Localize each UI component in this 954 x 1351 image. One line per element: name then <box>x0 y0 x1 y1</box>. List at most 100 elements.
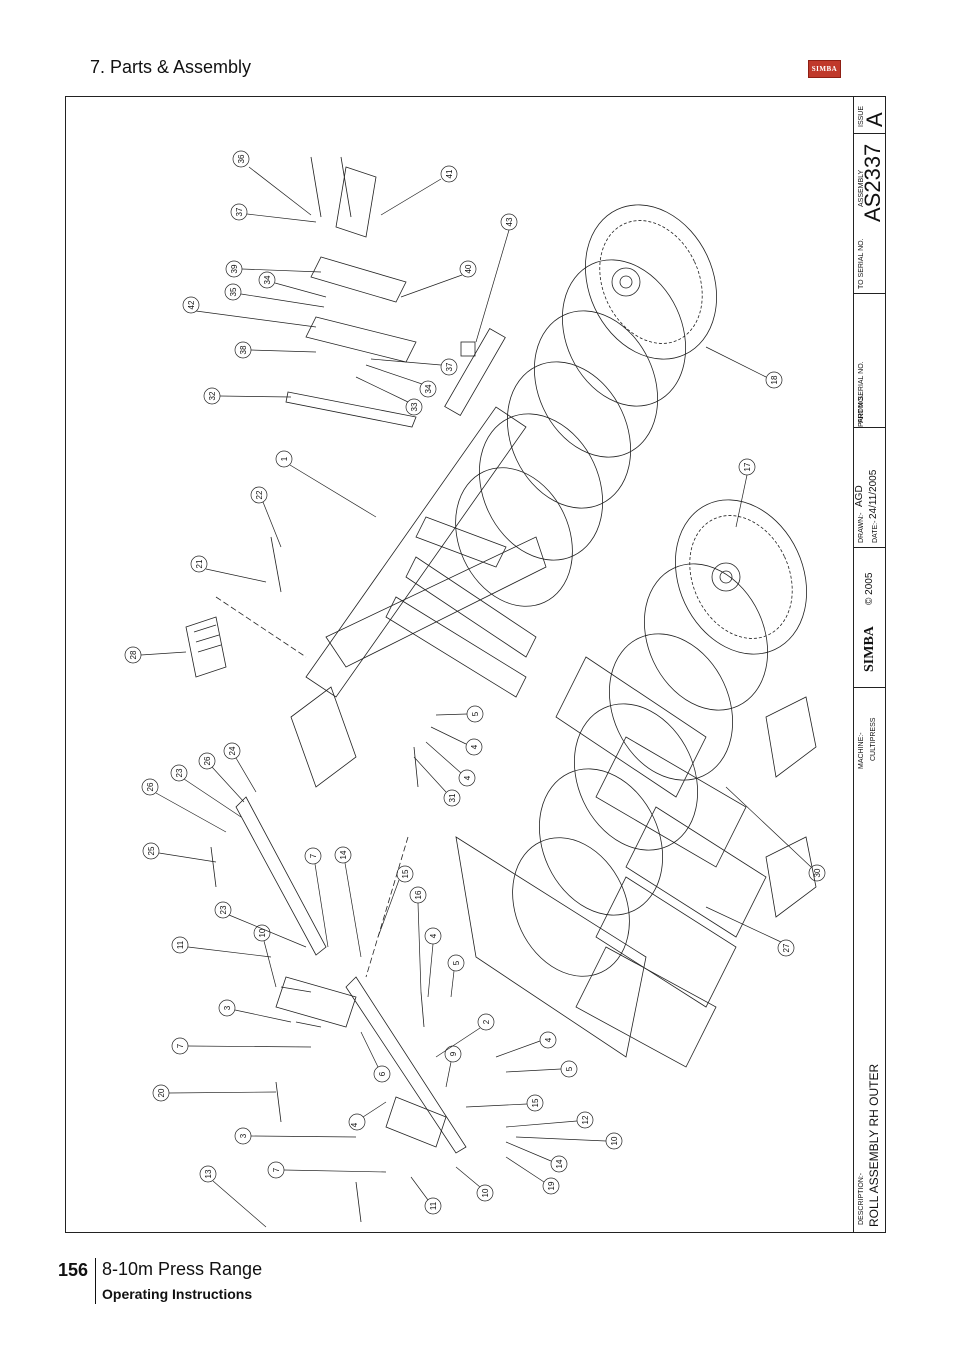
svg-text:10: 10 <box>610 1136 619 1145</box>
svg-text:37: 37 <box>445 362 454 371</box>
callout: 4 <box>495 1031 557 1058</box>
callout: 7 <box>304 847 329 948</box>
section-title: 7. Parts & Assembly <box>90 57 252 77</box>
callout: 43 <box>475 213 518 343</box>
title-block-divider <box>854 133 885 134</box>
svg-text:5: 5 <box>565 1066 574 1071</box>
callout: 3 <box>234 1127 357 1145</box>
callout: 10 <box>253 924 277 988</box>
callout: 12 <box>505 1111 594 1129</box>
svg-text:34: 34 <box>263 275 272 284</box>
callout: 38 <box>234 341 317 359</box>
callout: 10 <box>455 1166 494 1202</box>
svg-text:3: 3 <box>239 1133 248 1138</box>
callout: 4 <box>430 726 483 756</box>
footer-divider <box>95 1258 96 1304</box>
callout: 41 <box>380 165 458 216</box>
callout: 5 <box>447 954 465 998</box>
machine-name: CULTIPRESS <box>870 717 877 761</box>
svg-text:40: 40 <box>464 264 473 273</box>
svg-text:32: 32 <box>208 391 217 400</box>
callout: 14 <box>334 846 362 958</box>
callout: 5 <box>435 705 484 723</box>
callout: 32 <box>203 387 292 405</box>
svg-text:26: 26 <box>146 782 155 791</box>
svg-text:7: 7 <box>309 853 318 858</box>
upper-bracket <box>285 166 476 428</box>
exploded-assembly-drawing: 36 41 37 43 39 34 35 40 42 38 37 34 33 3… <box>124 150 826 1228</box>
svg-text:13: 13 <box>204 1169 213 1178</box>
fasteners <box>210 156 425 1223</box>
svg-text:16: 16 <box>414 890 423 899</box>
title-block-brand: SIMBA <box>862 626 877 672</box>
spring-pack <box>185 616 227 678</box>
title-block-divider <box>854 427 885 428</box>
callout: 15 <box>465 1094 544 1112</box>
svg-text:14: 14 <box>339 850 348 859</box>
callout: 19 <box>505 1156 560 1195</box>
svg-text:23: 23 <box>175 768 184 777</box>
drawn-by: AGD <box>854 485 865 507</box>
callout: 23 <box>214 901 307 948</box>
callout: 16 <box>409 886 427 993</box>
svg-text:5: 5 <box>471 711 480 716</box>
callout: 7 <box>267 1161 387 1179</box>
svg-text:36: 36 <box>237 154 246 163</box>
callout: 23 <box>170 764 242 818</box>
callout: 27 <box>705 906 795 957</box>
svg-text:4: 4 <box>544 1037 553 1042</box>
svg-text:4: 4 <box>470 744 479 749</box>
callout: 9 <box>444 1045 462 1088</box>
callout: 4 <box>424 927 442 998</box>
brand-logo: SIMBA <box>808 60 841 78</box>
title-block-divider <box>854 293 885 294</box>
copyright: © 2005 <box>864 572 875 605</box>
svg-text:25: 25 <box>147 846 156 855</box>
svg-text:42: 42 <box>187 300 196 309</box>
callout: 11 <box>410 1176 442 1215</box>
callout: 1 <box>275 450 377 518</box>
svg-text:41: 41 <box>445 169 454 178</box>
svg-text:4: 4 <box>429 933 438 938</box>
svg-text:4: 4 <box>463 775 472 780</box>
linkage-arms <box>215 596 467 1154</box>
disc-gang-lower <box>512 499 807 977</box>
svg-text:7: 7 <box>272 1167 281 1172</box>
svg-text:39: 39 <box>230 264 239 273</box>
svg-text:27: 27 <box>782 943 791 952</box>
svg-text:19: 19 <box>547 1181 556 1190</box>
drawn-label: DRAWN:- <box>858 512 865 543</box>
svg-text:11: 11 <box>429 1201 438 1210</box>
svg-text:11: 11 <box>176 940 185 949</box>
svg-text:28: 28 <box>129 650 138 659</box>
callout: 4 <box>425 741 476 787</box>
svg-text:24: 24 <box>228 746 237 755</box>
callout: 10 <box>515 1132 623 1150</box>
callout: 20 <box>152 1084 277 1102</box>
callout: 25 <box>142 842 217 863</box>
callout: 30 <box>725 786 826 882</box>
callout: 14 <box>505 1141 568 1173</box>
svg-text:9: 9 <box>449 1051 458 1056</box>
callout: 24 <box>223 742 257 793</box>
callout: 4 <box>348 1101 387 1131</box>
svg-text:18: 18 <box>770 375 779 384</box>
machine-label: MACHINE:- <box>858 732 865 769</box>
callout: 36 <box>232 150 312 216</box>
callout: 33 <box>355 376 423 416</box>
disc-gang-upper <box>455 204 717 607</box>
svg-text:26: 26 <box>203 756 212 765</box>
manual-title: Operating Instructions <box>102 1286 253 1302</box>
callout: 37 <box>230 203 317 223</box>
svg-text:6: 6 <box>378 1071 387 1076</box>
issue-value: A <box>862 112 887 127</box>
callout: 26 <box>198 752 245 803</box>
svg-text:10: 10 <box>258 928 267 937</box>
callout: 34 <box>365 364 437 398</box>
svg-text:30: 30 <box>813 868 822 877</box>
title-block-divider <box>854 687 885 688</box>
svg-text:31: 31 <box>448 793 457 802</box>
svg-text:33: 33 <box>410 402 419 411</box>
callout: 37 <box>370 358 458 376</box>
svg-text:12: 12 <box>581 1115 590 1124</box>
